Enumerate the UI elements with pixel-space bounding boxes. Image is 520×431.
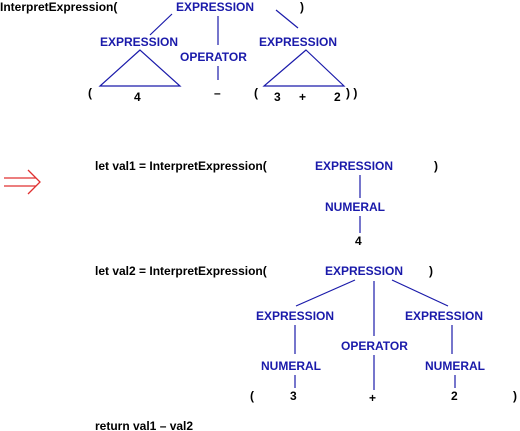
right-subtree-triangle (262, 49, 346, 87)
call-text: InterpretExpression( (0, 0, 117, 14)
tree-edge (391, 279, 449, 307)
closing-parens: ) ) (346, 86, 357, 100)
val2-left-paren: ( (250, 389, 254, 403)
right-expression-label: EXPRESSION (259, 35, 337, 49)
val2-plus-sign: + (369, 391, 376, 405)
left-paren: ( (88, 86, 92, 100)
minus-sign: – (214, 86, 221, 100)
inner-left-paren: ( (254, 86, 258, 100)
operator-label: OPERATOR (180, 50, 247, 64)
literal-two: 2 (334, 90, 341, 104)
tree-edge (275, 9, 299, 29)
root-expression-label: EXPRESSION (176, 0, 254, 14)
double-right-arrow-icon (4, 169, 41, 195)
val1-expression-label: EXPRESSION (315, 159, 393, 173)
val2-literal-three: 3 (290, 389, 297, 403)
val2-left-numeral-label: NUMERAL (261, 359, 321, 373)
val2-close-paren: ) (429, 264, 433, 278)
let-val2-statement: let val2 = InterpretExpression( (95, 264, 267, 278)
val2-right-paren: ) (513, 389, 517, 403)
call-close-paren: ) (300, 0, 304, 14)
val2-right-numeral-label: NUMERAL (425, 359, 485, 373)
val2-right-expression-label: EXPRESSION (405, 309, 483, 323)
let-val1-statement: let val1 = InterpretExpression( (95, 159, 267, 173)
left-subtree-triangle (98, 49, 182, 87)
return-statement: return val1 – val2 (95, 419, 193, 431)
val2-literal-two: 2 (451, 389, 458, 403)
literal-three: 3 (274, 90, 281, 104)
plus-sign: + (299, 90, 306, 104)
literal-four: 4 (134, 90, 141, 104)
val2-operator-label: OPERATOR (341, 339, 408, 353)
val1-close-paren: ) (434, 159, 438, 173)
val1-numeral-label: NUMERAL (325, 200, 385, 214)
tree-edge (295, 279, 356, 307)
val1-literal-four: 4 (355, 234, 362, 248)
tree-edge (149, 13, 173, 36)
val2-left-expression-label: EXPRESSION (256, 309, 334, 323)
val2-expression-label: EXPRESSION (325, 264, 403, 278)
left-expression-label: EXPRESSION (100, 35, 178, 49)
